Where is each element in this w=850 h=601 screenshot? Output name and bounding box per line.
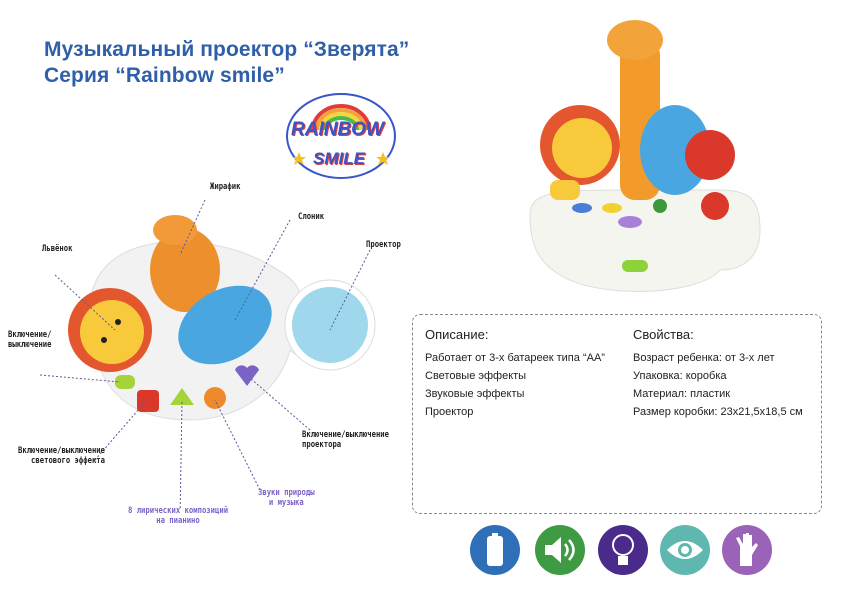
- projector-button: [235, 365, 259, 386]
- giraffe-figure: [150, 215, 220, 312]
- power-button: [115, 375, 135, 389]
- rainbow-smile-logo: RAINBOW SMILE: [285, 90, 397, 180]
- property-item: Размер коробки: 23x21,5x18,5 см: [633, 406, 803, 418]
- page-subtitle: Серия “Rainbow smile”: [44, 64, 285, 87]
- light-button: [137, 390, 159, 412]
- stars-icon: [292, 152, 390, 165]
- product-photo: [529, 20, 761, 292]
- callout-piano: 8 лирических композиций на пианино: [128, 506, 229, 526]
- property-item: Возраст ребенка: от 3-х лет: [633, 352, 775, 364]
- hand-icon: [722, 525, 772, 575]
- callout-power: Включение/ выключение: [8, 330, 52, 350]
- piano-button: [170, 388, 194, 405]
- callout-lion: Львёнок: [42, 244, 73, 254]
- property-item: Материал: пластик: [633, 388, 731, 400]
- info-box: Описание: Работает от 3-х батареек типа …: [412, 314, 822, 514]
- description-item: Работает от 3-х батареек типа “AA”: [425, 352, 605, 364]
- description-heading: Описание:: [425, 327, 489, 342]
- callout-giraffe: Жирафик: [210, 182, 241, 192]
- callout-projector-toggle: Включение/выключение проектора: [302, 430, 390, 450]
- properties-column: Свойства: Возраст ребенка: от 3-х лет Уп…: [633, 327, 803, 424]
- battery-icon: [470, 525, 520, 575]
- callout-elephant: Слоник: [298, 212, 325, 222]
- properties-heading: Свойства:: [633, 327, 694, 342]
- callout-light-toggle: Включение/выключение светового эффекта: [18, 446, 106, 466]
- description-item: Проектор: [425, 406, 474, 418]
- description-column: Описание: Работает от 3-х батареек типа …: [425, 327, 605, 424]
- sound-icon: [535, 525, 585, 575]
- property-item: Упаковка: коробка: [633, 370, 727, 382]
- light-bulb-icon: [598, 525, 648, 575]
- projector-dome: [284, 279, 376, 371]
- toy-top-view-illustration: [39, 199, 376, 510]
- page-title: Музыкальный проектор “Зверята”: [44, 38, 410, 61]
- callout-projector: Проектор: [366, 240, 401, 250]
- callout-nature-sounds: Звуки природы и музыка: [258, 488, 315, 508]
- description-item: Световые эффекты: [425, 370, 527, 382]
- eye-icon: [660, 525, 710, 575]
- lion-figure: [68, 288, 152, 372]
- elephant-figure: [178, 285, 272, 365]
- nature-sound-button: [204, 387, 226, 409]
- description-item: Звуковые эффекты: [425, 388, 525, 400]
